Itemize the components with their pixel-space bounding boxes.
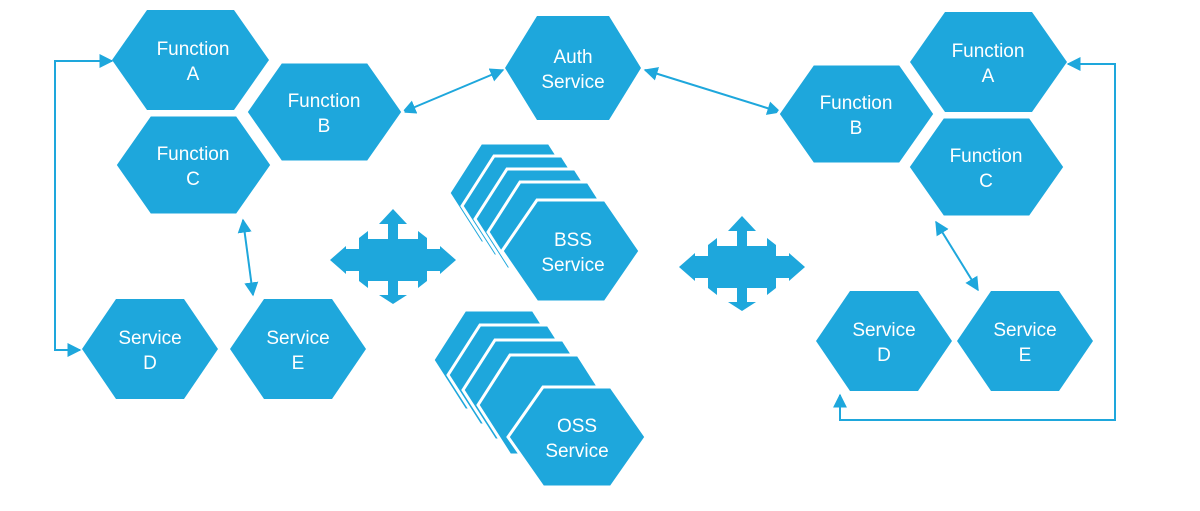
left-function-b-line2: B <box>318 116 331 137</box>
connector-left-b-to-auth <box>401 68 505 114</box>
left-function-a-line1: Function <box>157 39 230 60</box>
bss-service-line1: BSS <box>554 230 592 251</box>
left-function-b-hex: Function B <box>244 60 405 164</box>
right-service-d-hex: Service D <box>816 291 952 391</box>
connector-left-c-to-e <box>237 218 259 297</box>
right-service-d-line1: Service <box>852 320 915 341</box>
left-service-d-line1: Service <box>118 328 181 349</box>
right-function-a-hex: Function A <box>910 12 1067 112</box>
left-service-e-line2: E <box>292 353 305 374</box>
left-function-c-hex: Function C <box>113 113 274 217</box>
four-way-arrow-icon <box>330 209 456 304</box>
left-function-b-line1: Function <box>288 91 361 112</box>
left-function-a-hex: Function A <box>112 10 269 110</box>
auth-service-line1: Auth <box>553 47 592 68</box>
right-function-a-line2: A <box>982 66 995 87</box>
left-function-a-line2: A <box>187 64 200 85</box>
oss-service-line2: Service <box>545 441 608 462</box>
left-function-c-line2: C <box>186 169 200 190</box>
right-service-e-line1: Service <box>993 320 1056 341</box>
connector-auth-to-right-b <box>643 67 782 115</box>
left-service-d-hex: Service D <box>82 299 218 399</box>
four-way-arrow-icon <box>679 216 805 311</box>
left-function-c-line1: Function <box>157 144 230 165</box>
right-function-b-line1: Function <box>820 93 893 114</box>
right-function-b-hex: Function B <box>776 62 937 166</box>
right-function-b-line2: B <box>850 118 863 139</box>
right-function-a-line1: Function <box>952 41 1025 62</box>
oss-service-stack: OSS Service <box>431 308 648 489</box>
right-service-d-line2: D <box>877 345 891 366</box>
right-function-c-line1: Function <box>950 146 1023 167</box>
left-service-e-hex: Service E <box>230 299 366 399</box>
left-service-d-line2: D <box>143 353 157 374</box>
connector-left-loop <box>54 54 114 357</box>
right-service-e-hex: Service E <box>957 291 1093 391</box>
auth-service-hex: Auth Service <box>505 16 641 120</box>
bss-service-stack: BSS Service <box>447 141 642 304</box>
right-function-c-line2: C <box>979 171 993 192</box>
left-service-e-line1: Service <box>266 328 329 349</box>
right-function-c-hex: Function C <box>906 115 1067 219</box>
connector-right-c-to-e <box>935 220 979 292</box>
bss-service-line2: Service <box>541 255 604 276</box>
oss-service-line1: OSS <box>557 416 597 437</box>
right-service-e-line2: E <box>1019 345 1032 366</box>
auth-service-line2: Service <box>541 72 604 93</box>
connector-right-loop <box>833 57 1116 421</box>
